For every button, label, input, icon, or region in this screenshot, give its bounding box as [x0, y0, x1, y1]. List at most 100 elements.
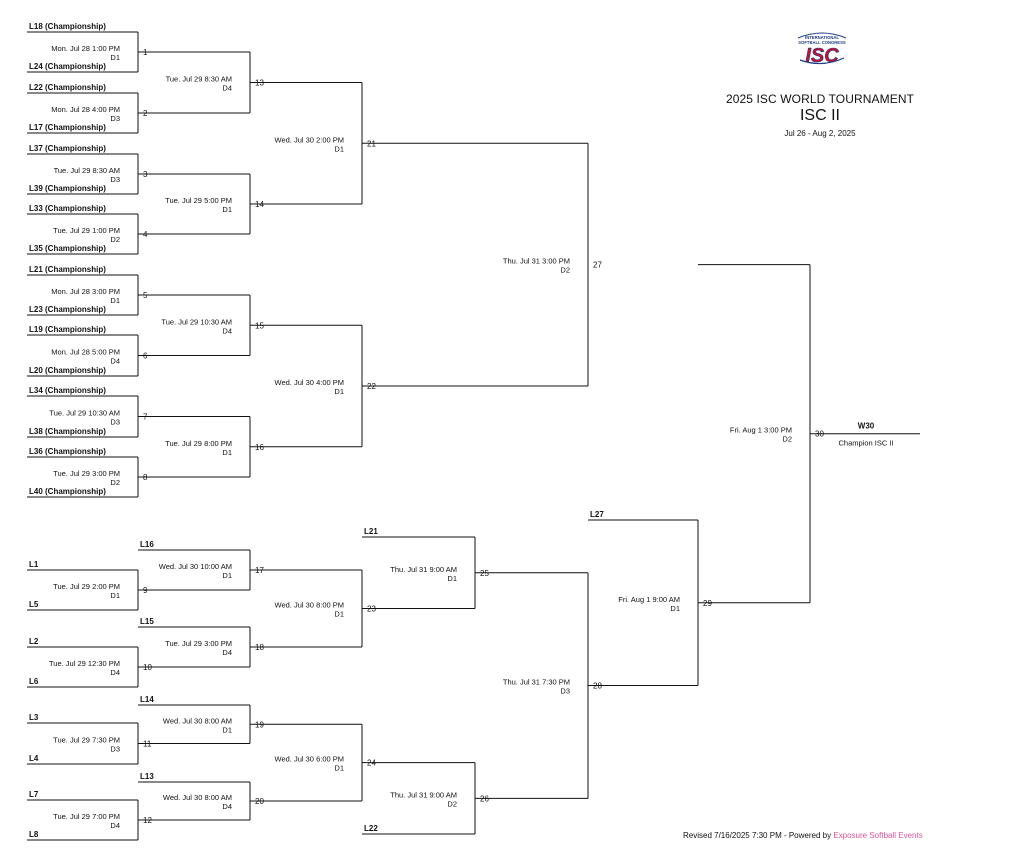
game-3-field: D3	[110, 175, 120, 184]
game-21-date: Wed. Jul 30 2:00 PM	[275, 135, 344, 144]
game-26-date: Thu. Jul 31 9:00 AM	[390, 790, 457, 799]
game-17-date: Wed. Jul 30 10:00 AM	[159, 562, 232, 571]
game-23-field: D1	[334, 610, 344, 619]
game-10-bottom-slot: L6	[29, 677, 39, 686]
game-4-bottom-slot: L35 (Championship)	[29, 244, 106, 253]
game-9-top-slot: L1	[29, 560, 39, 569]
game-5-bottom-slot: L23 (Championship)	[29, 305, 106, 314]
game-8-date: Tue. Jul 29 3:00 PM	[53, 469, 120, 478]
game-8-field: D2	[110, 478, 120, 487]
game-29-date: Fri. Aug 1 9:00 AM	[618, 595, 680, 604]
game-25-field: D1	[447, 574, 457, 583]
game-24-field: D1	[334, 764, 344, 773]
game-12-top-slot: L7	[29, 790, 39, 799]
game-4-field: D2	[110, 235, 120, 244]
game-15-field: D4	[222, 326, 232, 335]
game-21-field: D1	[334, 144, 344, 153]
game-26-bottom-slot: L22	[364, 824, 378, 833]
powered-by-link[interactable]: Exposure Softball Events	[833, 831, 923, 840]
game-26-field: D2	[447, 799, 457, 808]
revision-text: Revised 7/16/2025 7:30 PM - Powered by	[683, 831, 834, 840]
game-22-date: Wed. Jul 30 4:00 PM	[275, 378, 344, 387]
game-23-date: Wed. Jul 30 8:00 PM	[275, 601, 344, 610]
game-2-date: Mon. Jul 28 4:00 PM	[51, 105, 120, 114]
game-5-date: Mon. Jul 28 3:00 PM	[51, 287, 120, 296]
tournament-header: 2025 ISC WORLD TOURNAMENT ISC II Jul 26 …	[700, 92, 940, 138]
game-7-bottom-slot: L38 (Championship)	[29, 427, 106, 436]
game-9-date: Tue. Jul 29 2:00 PM	[53, 582, 120, 591]
game-1-top-slot: L18 (Championship)	[29, 22, 106, 31]
game-20-field: D4	[222, 802, 232, 811]
game-24-date: Wed. Jul 30 6:00 PM	[275, 755, 344, 764]
svg-text:SOFTBALL CONGRESS: SOFTBALL CONGRESS	[798, 40, 846, 45]
game-11-bottom-slot: L4	[29, 754, 39, 763]
game-10-field: D4	[110, 668, 120, 677]
game-1-field: D1	[110, 53, 120, 62]
game-1-bottom-slot: L24 (Championship)	[29, 62, 106, 71]
game-8-top-slot: L36 (Championship)	[29, 447, 106, 456]
game-30-date: Fri. Aug 1 3:00 PM	[730, 426, 792, 435]
game-10-top-slot: L2	[29, 637, 39, 646]
game-28-date: Thu. Jul 31 7:30 PM	[503, 678, 570, 687]
game-2-bottom-slot: L17 (Championship)	[29, 123, 106, 132]
game-5-field: D1	[110, 296, 120, 305]
game-4-date: Tue. Jul 29 1:00 PM	[53, 226, 120, 235]
game-18-date: Tue. Jul 29 3:00 PM	[165, 639, 232, 648]
game-29-top-slot: L27	[590, 510, 604, 519]
game-4-top-slot: L33 (Championship)	[29, 204, 106, 213]
game-14-field: D1	[222, 205, 232, 214]
game-6-top-slot: L19 (Championship)	[29, 325, 106, 334]
tournament-title: 2025 ISC WORLD TOURNAMENT	[725, 92, 915, 106]
game-11-date: Tue. Jul 29 7:30 PM	[53, 736, 120, 745]
game-30-field: D2	[782, 435, 792, 444]
game-25-date: Thu. Jul 31 9:00 AM	[390, 565, 457, 574]
game-6-field: D4	[110, 357, 120, 366]
game-20-top-slot: L13	[140, 772, 154, 781]
game-12-bottom-slot: L8	[29, 830, 39, 839]
game-10-date: Tue. Jul 29 12:30 PM	[49, 659, 120, 668]
game-28-field: D3	[560, 687, 570, 696]
svg-text:ISC: ISC	[805, 45, 839, 67]
game-2-top-slot: L22 (Championship)	[29, 83, 106, 92]
game-29-field: D1	[670, 604, 680, 613]
division-title: ISC II	[799, 107, 840, 124]
game-6-bottom-slot: L20 (Championship)	[29, 366, 106, 375]
game-1-date: Mon. Jul 28 1:00 PM	[51, 44, 120, 53]
game-16-date: Tue. Jul 29 8:00 PM	[165, 439, 232, 448]
game-8-bottom-slot: L40 (Championship)	[29, 487, 106, 496]
game-3-top-slot: L37 (Championship)	[29, 144, 106, 153]
game-7-date: Tue. Jul 29 10:30 AM	[49, 409, 120, 418]
game-7-top-slot: L34 (Championship)	[29, 386, 106, 395]
game-14-date: Tue. Jul 29 5:00 PM	[165, 196, 232, 205]
game-9-bottom-slot: L5	[29, 600, 39, 609]
game-3-date: Tue. Jul 29 8:30 AM	[54, 166, 120, 175]
game-27-number: 27	[593, 261, 602, 270]
game-18-top-slot: L15	[140, 617, 154, 626]
game-6-date: Mon. Jul 28 5:00 PM	[51, 348, 120, 357]
game-2-field: D3	[110, 114, 120, 123]
game-27-field: D2	[560, 266, 570, 275]
game-20-date: Wed. Jul 30 8:00 AM	[163, 793, 232, 802]
game-11-field: D3	[110, 745, 120, 754]
game-3-bottom-slot: L39 (Championship)	[29, 184, 106, 193]
game-7-field: D3	[110, 418, 120, 427]
revision-footer: Revised 7/16/2025 7:30 PM - Powered by E…	[683, 831, 923, 840]
isc-logo: INTERNATIONAL SOFTBALL CONGRESS ISC	[790, 30, 854, 72]
game-17-field: D1	[222, 571, 232, 580]
game-17-top-slot: L16	[140, 540, 154, 549]
game-19-top-slot: L14	[140, 695, 154, 704]
game-25-top-slot: L21	[364, 527, 378, 536]
tournament-dates: Jul 26 - Aug 2, 2025	[784, 129, 856, 138]
svg-text:INTERNATIONAL: INTERNATIONAL	[805, 35, 839, 40]
game-12-field: D4	[110, 821, 120, 830]
game-27-date: Thu. Jul 31 3:00 PM	[503, 257, 570, 266]
game-9-field: D1	[110, 591, 120, 600]
game-19-date: Wed. Jul 30 8:00 AM	[163, 716, 232, 725]
game-11-top-slot: L3	[29, 713, 39, 722]
final-winner-slot: W30	[858, 422, 875, 431]
game-16-field: D1	[222, 448, 232, 457]
game-12-date: Tue. Jul 29 7:00 PM	[53, 812, 120, 821]
game-5-top-slot: L21 (Championship)	[29, 265, 106, 274]
game-15-date: Tue. Jul 29 10:30 AM	[161, 317, 232, 326]
